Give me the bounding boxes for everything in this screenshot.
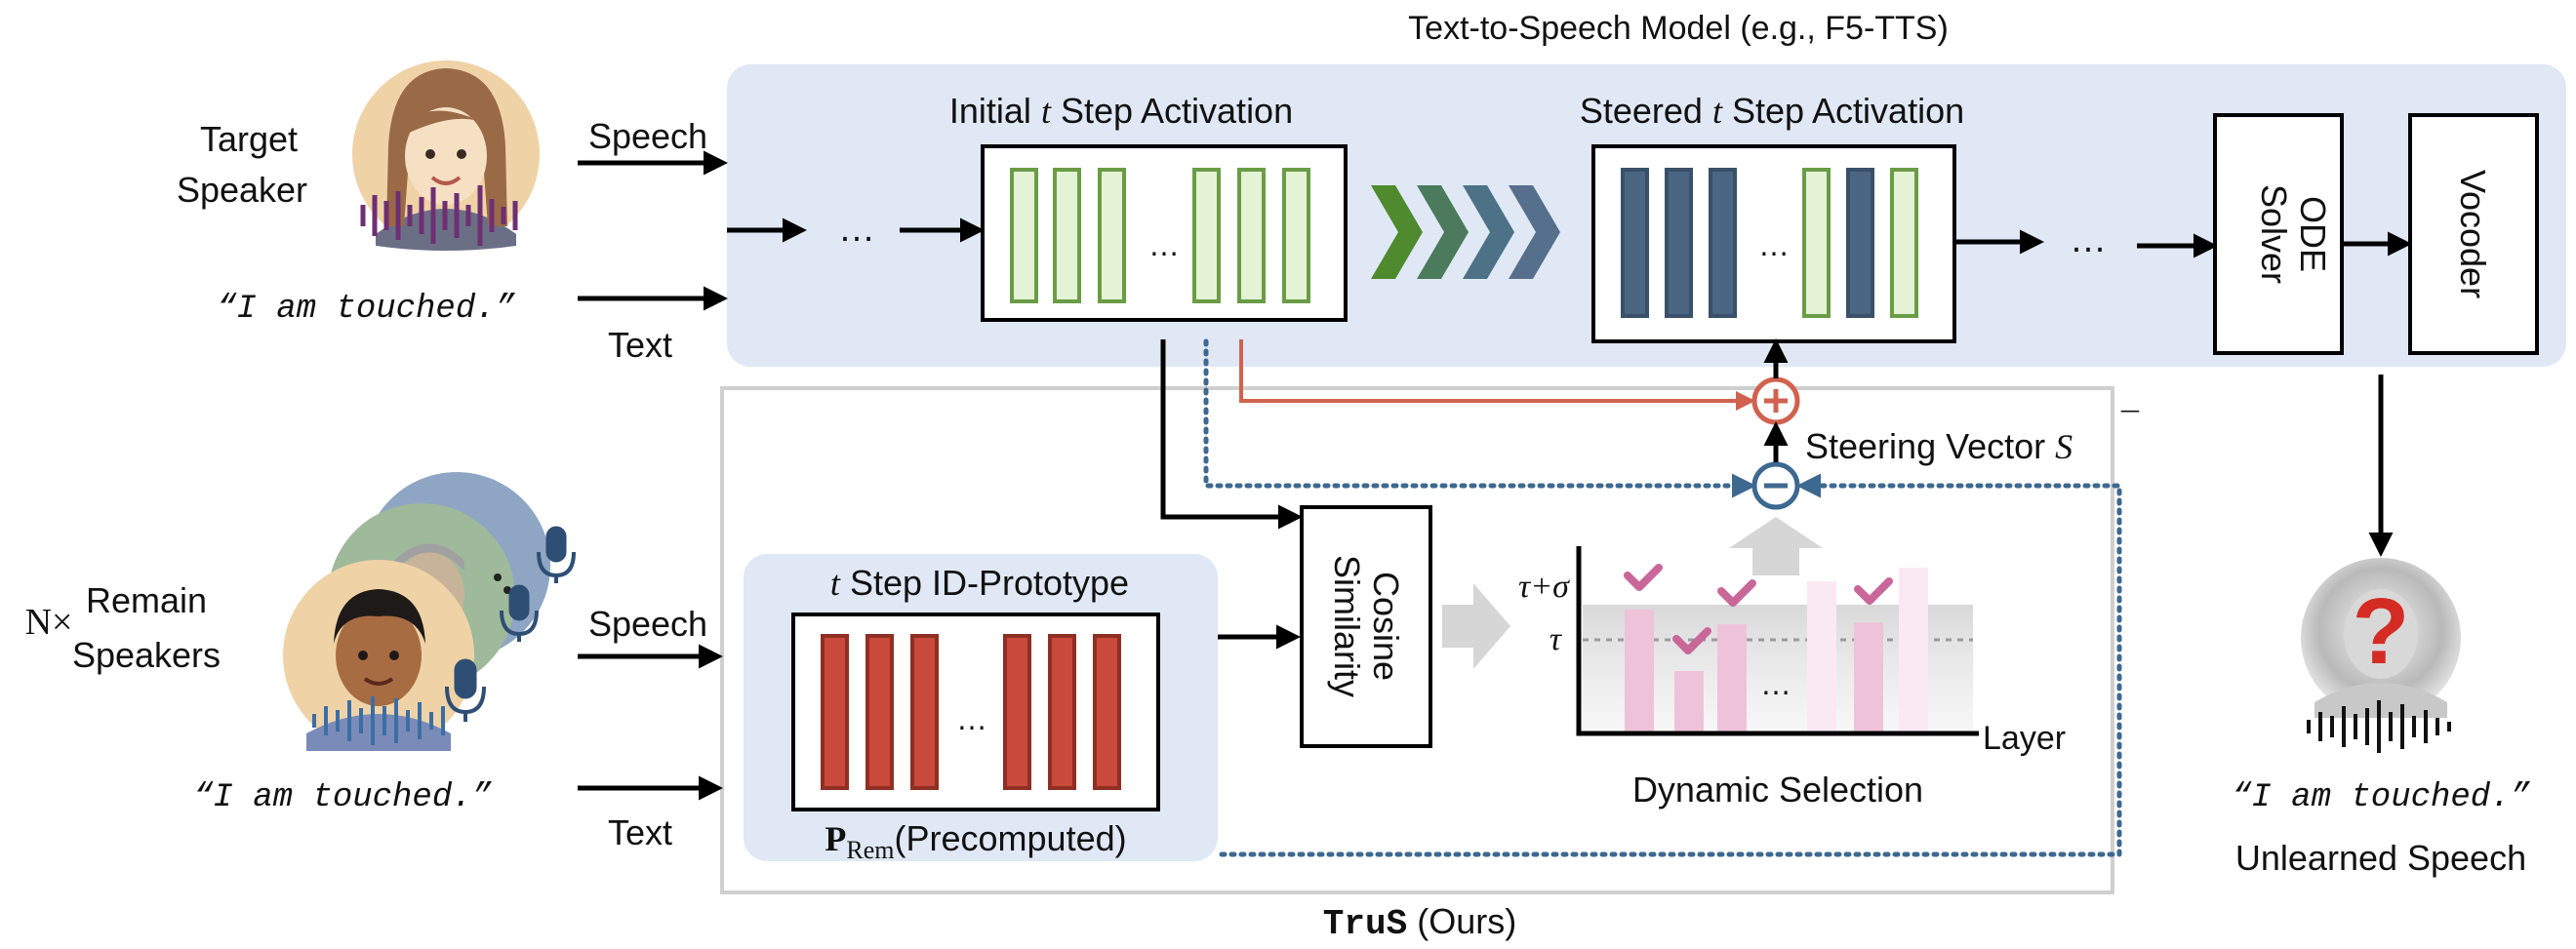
target-speech-label: Speech xyxy=(588,116,707,156)
initial-activation-title: Initial t Step Activation xyxy=(949,91,1293,131)
cosine-to-selection-arrow xyxy=(1442,583,1510,669)
output-text-quote: “I am touched.” xyxy=(2232,779,2531,816)
target-text-label: Text xyxy=(608,325,672,365)
microphone-icon xyxy=(445,526,576,722)
ode-solver-label-line1: ODE xyxy=(2293,196,2333,272)
remain-text-quote: “I am touched.” xyxy=(193,779,493,816)
selected-layer-check-icons xyxy=(1624,564,1893,654)
remain-text-label: Text xyxy=(608,812,672,852)
ode-solver-label-line2: Solver xyxy=(2254,184,2294,284)
steered-activation-ellipsis: … xyxy=(1758,227,1790,262)
tau-label: τ xyxy=(1550,621,1563,657)
steering-chevrons-icon xyxy=(1371,185,1560,279)
initial-to-cosine-arrow xyxy=(1160,339,1303,530)
id-prototype-ellipsis: … xyxy=(956,701,987,736)
trus-caption: TruS (Ours) xyxy=(1323,901,1516,944)
vocoder-box xyxy=(2408,113,2539,355)
trus-panel xyxy=(720,386,2114,894)
cosine-similarity-line2: Similarity xyxy=(1327,555,1367,697)
ode-solver-box xyxy=(2213,113,2344,355)
selection-ellipsis: … xyxy=(1760,666,1791,701)
remain-speech-label: Speech xyxy=(588,604,707,644)
steering-vector-label: Steering Vector S xyxy=(1805,426,2073,466)
cosine-similarity-box xyxy=(1300,505,1432,748)
steered-activation-layers xyxy=(1621,168,1918,318)
output-waveform-icon xyxy=(2307,700,2451,753)
remain-speakers-label-line2: Speakers xyxy=(72,635,221,675)
flow-ellipsis-right: … xyxy=(2070,219,2107,260)
target-speaker-label-line2: Speaker xyxy=(177,170,307,210)
remain-multiplier: N× xyxy=(25,602,73,643)
id-prototype-caption: PRem(Precomputed) xyxy=(825,818,1126,864)
initial-to-plus-red-arrow xyxy=(1239,339,1755,411)
remain-speakers-waveform-icon xyxy=(312,696,445,745)
question-mark-icon: ? xyxy=(2353,579,2410,684)
prototype-to-minus-dotted-arrow xyxy=(1219,473,2122,857)
dynamic-selection-chart xyxy=(1576,546,1979,736)
target-speaker-waveform-icon xyxy=(360,185,518,246)
target-text-quote: “I am touched.” xyxy=(217,291,516,328)
initial-activation-layers xyxy=(1010,168,1310,303)
id-prototype-layers xyxy=(821,634,1121,790)
unlearned-speaker-avatar: ? xyxy=(2301,558,2461,718)
target-speaker-label-line1: Target xyxy=(200,119,298,159)
layer-axis-label: Layer xyxy=(1983,720,2066,757)
steering-vector-bar: ¯ xyxy=(2120,406,2140,445)
tau-sigma-label: τ+σ xyxy=(1518,569,1570,605)
dynamic-selection-label: Dynamic Selection xyxy=(1632,770,1923,810)
initial-to-minus-dotted-arrow xyxy=(1203,338,1756,498)
steered-activation-title: Steered t Step Activation xyxy=(1580,91,1964,131)
output-label: Unlearned Speech xyxy=(2235,838,2526,878)
vocoder-label: Vocoder xyxy=(2453,170,2493,298)
selection-to-steering-arrow xyxy=(1729,517,1823,575)
flow-ellipsis-left: … xyxy=(838,209,875,250)
id-prototype-title: t Step ID-Prototype xyxy=(830,563,1129,603)
remain-speakers-label-line1: Remain xyxy=(86,580,207,620)
cosine-similarity-line1: Cosine xyxy=(1366,572,1406,681)
tts-model-title: Text-to-Speech Model (e.g., F5-TTS) xyxy=(1408,10,1949,47)
initial-activation-ellipsis: … xyxy=(1148,227,1180,262)
